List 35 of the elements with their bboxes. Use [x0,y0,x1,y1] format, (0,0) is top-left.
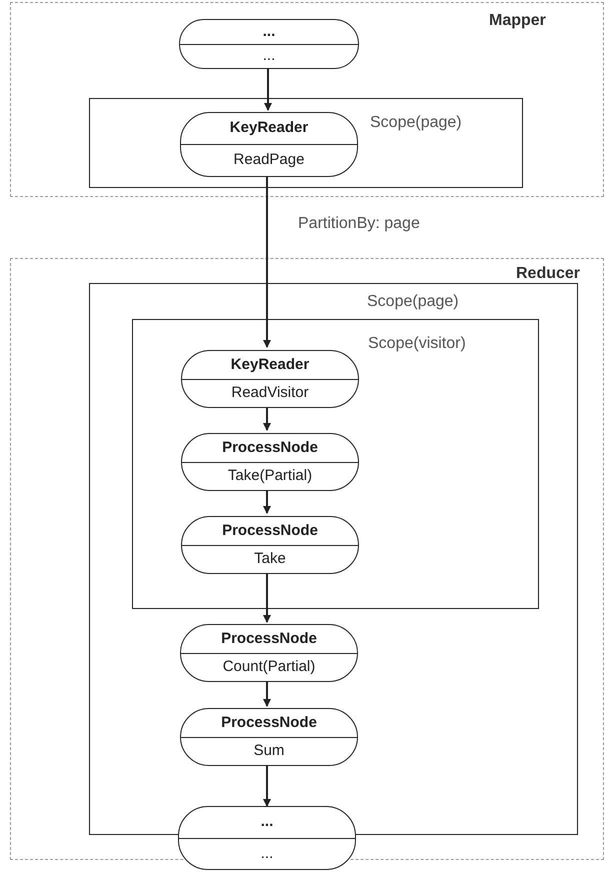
node-title: ProcessNode [221,712,317,732]
scope-label: Scope(page) [367,292,459,312]
region-title: Mapper [489,11,546,31]
scope-label: Scope(visitor) [368,334,466,354]
process-pill [178,806,356,870]
node-title: ProcessNode [222,520,318,540]
scope-box [89,283,578,835]
process-pill [179,19,359,69]
node-title: ProcessNode [221,628,317,648]
arrow [263,405,271,431]
scope-box [132,319,539,609]
arrow [263,571,271,623]
node-operation: Sum [254,741,284,761]
process-pill [180,112,358,177]
arrow [263,680,271,707]
node-title: ProcessNode [222,438,318,458]
node-operation: ... [262,46,276,66]
node-title: ... [262,22,276,42]
arrow [263,764,271,807]
arrow [264,68,272,111]
arrow [263,175,271,348]
node-operation: ... [260,844,274,864]
arrow [263,488,271,514]
node-operation: Count(Partial) [222,657,316,677]
node-operation: ReadVisitor [231,383,309,403]
node-operation: ReadPage [234,150,304,170]
node-title: KeyReader [230,354,310,374]
region-title: Reducer [516,264,580,284]
node-operation: Take [254,549,286,569]
node-title: KeyReader [230,118,308,138]
scope-label: Scope(page) [370,113,462,133]
dashed-region [10,2,604,197]
node-operation: Take(Partial) [228,466,312,486]
node-title: ... [260,812,274,832]
scope-box [89,98,523,188]
